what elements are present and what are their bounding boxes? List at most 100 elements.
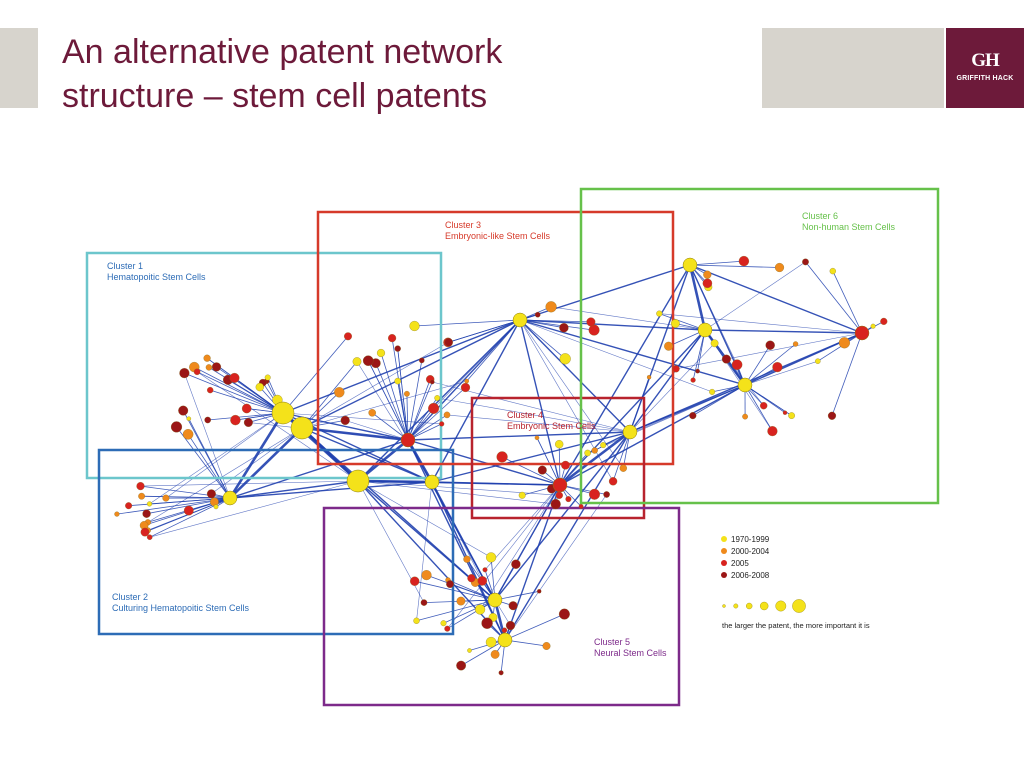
patent-node xyxy=(428,403,439,414)
legend-label-0: 1970-1999 xyxy=(731,535,770,544)
patent-node xyxy=(187,417,191,421)
patent-node xyxy=(483,568,488,573)
patent-node xyxy=(204,355,211,362)
patent-node xyxy=(497,452,508,463)
patent-node xyxy=(739,256,749,266)
patent-node xyxy=(647,375,651,379)
patent-node xyxy=(194,369,200,375)
patent-node xyxy=(147,502,152,507)
network-edge xyxy=(148,428,302,522)
cluster-5-subtitle: Neural Stem Cells xyxy=(594,648,667,658)
patent-node xyxy=(538,466,547,475)
patent-node xyxy=(464,556,471,563)
hub-edge xyxy=(690,265,705,330)
patent-node xyxy=(585,450,591,456)
hub-edge xyxy=(495,485,560,600)
patent-node xyxy=(760,402,767,409)
patent-node xyxy=(499,671,504,676)
patent-hub-node xyxy=(498,633,512,647)
patent-node xyxy=(671,319,679,327)
patent-node xyxy=(768,426,778,436)
patent-node xyxy=(439,422,444,427)
patent-node xyxy=(871,324,876,329)
patent-node xyxy=(465,379,469,383)
patent-node xyxy=(388,334,396,342)
cluster-3-subtitle: Embryonic-like Stem Cells xyxy=(445,231,551,241)
patent-node xyxy=(178,406,188,416)
patent-hub-node xyxy=(272,402,294,424)
legend-size-dot xyxy=(776,601,786,611)
legend-swatch-2 xyxy=(721,560,727,566)
patent-node xyxy=(506,621,515,630)
patent-node xyxy=(414,618,420,624)
patent-hub-node xyxy=(683,258,697,272)
patent-node xyxy=(830,268,836,274)
patent-node xyxy=(491,650,499,658)
patent-node xyxy=(369,409,376,416)
legend-label-1: 2000-2004 xyxy=(731,547,770,556)
patent-node xyxy=(579,504,583,508)
patent-node xyxy=(230,415,240,425)
patent-node xyxy=(566,496,572,502)
legend-size-dot xyxy=(760,602,768,610)
legend-swatch-1 xyxy=(721,548,727,554)
patent-node xyxy=(783,411,787,415)
patent-node xyxy=(363,356,373,366)
patent-node xyxy=(709,389,715,395)
patent-node xyxy=(589,325,600,336)
patent-node xyxy=(511,560,520,569)
hub-edge xyxy=(302,320,520,428)
network-edge xyxy=(745,385,772,431)
patent-node xyxy=(421,600,427,606)
patent-node xyxy=(766,341,775,350)
legend-label-2: 2005 xyxy=(731,559,749,568)
patent-node xyxy=(486,637,496,647)
patent-node xyxy=(461,383,470,392)
legend-size-dot xyxy=(792,599,805,612)
patent-node xyxy=(205,417,211,423)
patent-node xyxy=(467,648,471,652)
legend-size-dot xyxy=(746,603,752,609)
network-edge xyxy=(690,261,744,265)
patent-node xyxy=(265,375,271,381)
patent-node xyxy=(589,489,600,500)
patent-node xyxy=(206,364,212,370)
patent-node xyxy=(711,340,718,347)
patent-node xyxy=(555,440,563,448)
patent-node xyxy=(592,448,598,454)
patent-node xyxy=(828,412,836,420)
patent-node xyxy=(404,391,409,396)
legend-swatch-0 xyxy=(721,536,727,542)
patent-node xyxy=(244,418,253,427)
patent-hub-node xyxy=(623,425,637,439)
patent-node xyxy=(656,311,662,317)
patent-node xyxy=(444,412,450,418)
patent-node xyxy=(609,477,617,485)
patent-node xyxy=(230,373,240,383)
hub-edge xyxy=(432,432,630,482)
patent-node xyxy=(457,597,465,605)
hub-edge xyxy=(560,432,630,485)
hub-edge xyxy=(630,265,690,432)
patent-node xyxy=(377,349,385,357)
patent-node xyxy=(587,318,596,327)
patent-node xyxy=(143,510,151,518)
patent-node xyxy=(703,279,712,288)
patent-node xyxy=(519,492,526,499)
patent-node xyxy=(793,342,798,347)
patent-node xyxy=(482,618,493,629)
patent-node xyxy=(445,626,451,632)
patent-node xyxy=(551,499,561,509)
network-edge xyxy=(659,314,862,333)
cluster-1-title: Cluster 1 xyxy=(107,261,143,271)
patent-node xyxy=(673,365,680,372)
patent-node xyxy=(560,353,571,364)
patent-node xyxy=(353,357,361,365)
patent-node xyxy=(696,369,700,373)
network-edge xyxy=(211,428,302,494)
hub-edge xyxy=(358,320,520,481)
patent-node xyxy=(600,442,606,448)
network-edge xyxy=(283,336,348,413)
patent-node xyxy=(543,642,551,650)
patent-node xyxy=(341,416,350,425)
